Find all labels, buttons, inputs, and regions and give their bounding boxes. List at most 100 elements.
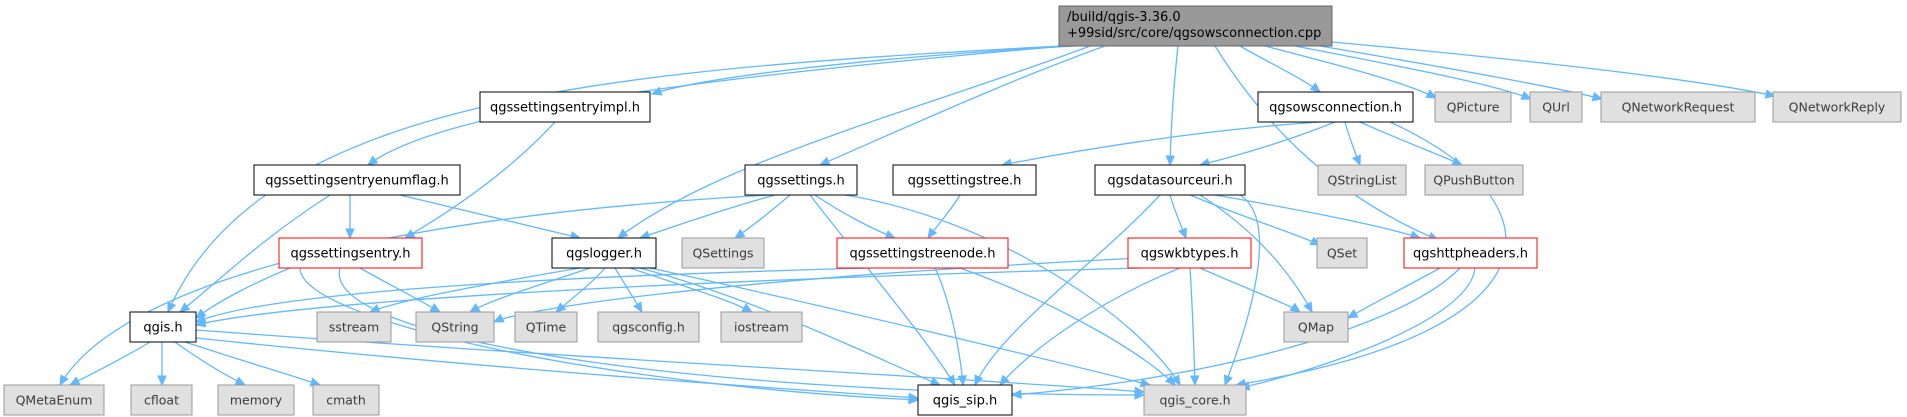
dependency-edge: [819, 45, 1106, 166]
dependency-edge: [617, 45, 1091, 239]
node-qstringlist: QStringList: [1317, 164, 1407, 196]
node-qgswkbtypes[interactable]: qgswkbtypes.h: [1127, 237, 1252, 269]
node-qgssettingstree[interactable]: qgssettingstree.h: [892, 164, 1037, 196]
dependency-edge: [1224, 194, 1261, 386]
node-label: QString: [431, 320, 478, 335]
arrowhead: [929, 376, 942, 386]
node-label: cfloat: [144, 393, 179, 408]
root-path-line-1: /build/qgis-3.36.0: [1067, 10, 1181, 25]
dependency-edge: [69, 341, 151, 386]
dependency-edge: [639, 194, 776, 239]
dependency-edge: [1294, 45, 1532, 100]
node-qgsowsconnection[interactable]: qgsowsconnection.h: [1257, 91, 1414, 123]
dependency-edge: [179, 194, 331, 313]
arrowhead: [884, 230, 897, 239]
node-label: qgssettings.h: [757, 174, 845, 189]
dependency-edge: [1359, 121, 1463, 166]
arrowhead: [1164, 374, 1176, 386]
node-label: QSet: [1327, 246, 1357, 261]
dependency-edge: [1001, 121, 1321, 166]
arrowhead: [1289, 302, 1302, 313]
node-label: qgis.h: [143, 321, 182, 336]
dependency-edge: [1319, 45, 1603, 100]
node-qsettings: QSettings: [681, 237, 765, 269]
arrowhead: [429, 303, 442, 313]
node-label: QStringList: [1328, 173, 1397, 188]
dependency-edge: [1199, 267, 1301, 313]
dependency-edge: [999, 267, 1181, 386]
node-label: QPicture: [1447, 100, 1500, 115]
node-qgssettings[interactable]: qgssettings.h: [744, 164, 858, 196]
node-qnetworkrequest: QNetworkRequest: [1600, 91, 1756, 123]
dependency-edge: [734, 194, 791, 239]
node-label: sstream: [329, 320, 379, 335]
node-label: QSettings: [692, 246, 753, 261]
dependency-edge: [59, 194, 771, 386]
arrowhead: [345, 228, 355, 240]
arrowhead: [234, 376, 247, 386]
arrowhead: [818, 156, 831, 166]
dependency-edge: [299, 267, 919, 401]
node-label: QPushButton: [1433, 173, 1514, 188]
node-label: qgsconfig.h: [612, 320, 685, 335]
dependency-edge: [809, 194, 956, 386]
node-label: qgssettingsentryenumflag.h: [265, 174, 448, 189]
node-qmap: QMap: [1283, 311, 1349, 343]
arrowhead: [468, 303, 481, 313]
arrowhead: [367, 155, 379, 166]
arrowhead: [194, 318, 207, 328]
dependency-edge: [369, 267, 581, 313]
node-qmetaenum: QMetaEnum: [3, 384, 105, 416]
dependency-edge: [1199, 121, 1336, 166]
arrowhead: [1134, 386, 1146, 396]
node-label: qgssettingsentryimpl.h: [490, 101, 640, 116]
node-qgssettingsentryimpl[interactable]: qgssettingsentryimpl.h: [479, 91, 651, 123]
arrowhead: [179, 302, 191, 313]
dependency-edge: [1214, 45, 1439, 241]
arrowhead: [59, 374, 69, 387]
arrowhead: [1425, 89, 1438, 99]
node-qtime: QTime: [514, 311, 578, 343]
arrowhead: [733, 228, 746, 239]
node-qgshttpheaders[interactable]: qgshttpheaders.h: [1403, 237, 1538, 269]
arrowhead: [1309, 82, 1321, 93]
node-label: qgshttpheaders.h: [1413, 247, 1528, 262]
node-qgis[interactable]: qgis.h: [129, 311, 197, 343]
node-cfloat: cfloat: [130, 384, 193, 416]
node-label: QUrl: [1542, 100, 1570, 115]
node-label: QMap: [1298, 320, 1334, 335]
arrowhead: [945, 374, 956, 387]
arrowhead: [633, 301, 643, 314]
arrowhead: [1165, 155, 1176, 167]
arrowhead: [617, 228, 629, 239]
node-qgis-sip[interactable]: qgis_sip.h: [917, 384, 1013, 416]
dependency-edge: [167, 45, 1063, 313]
node-qgssettingsentry[interactable]: qgssettingsentry.h: [278, 237, 423, 269]
dependency-edge: [404, 121, 556, 239]
node-qgslogger[interactable]: qgslogger.h: [551, 237, 657, 269]
dependency-edge: [1011, 267, 1461, 396]
node-sstream: sstream: [316, 311, 392, 343]
node-label: QTime: [526, 320, 567, 335]
node-label: qgsowsconnection.h: [1269, 101, 1402, 116]
arrowhead: [68, 376, 81, 386]
node-qgsconfig: qgsconfig.h: [597, 311, 700, 343]
dependency-edges: [59, 41, 1777, 405]
node-label: QNetworkReply: [1789, 100, 1886, 115]
dependency-edge: [195, 267, 1141, 326]
node-label: qgswkbtypes.h: [1141, 247, 1239, 262]
arrowhead: [1170, 374, 1181, 387]
arrowhead: [1346, 309, 1359, 319]
node-qgssettingsentryenumflag[interactable]: qgssettingsentryenumflag.h: [253, 164, 461, 196]
node-qgsdatasourceuri[interactable]: qgsdatasourceuri.h: [1094, 164, 1246, 196]
node-qgssettingstreenode[interactable]: qgssettingstreenode.h: [836, 237, 1009, 269]
dependency-edge: [1239, 267, 1476, 389]
node-label: iostream: [734, 320, 789, 335]
dependency-nodes: /build/qgis-3.36.0 +99sid/src/core/qgsow…: [3, 5, 1902, 416]
arrowhead: [1352, 154, 1361, 167]
arrowhead: [157, 375, 167, 387]
node-label: qgssettingstree.h: [908, 174, 1022, 189]
dependency-edge: [1264, 45, 1437, 99]
root-file-node[interactable]: /build/qgis-3.36.0 +99sid/src/core/qgsow…: [1058, 5, 1333, 47]
